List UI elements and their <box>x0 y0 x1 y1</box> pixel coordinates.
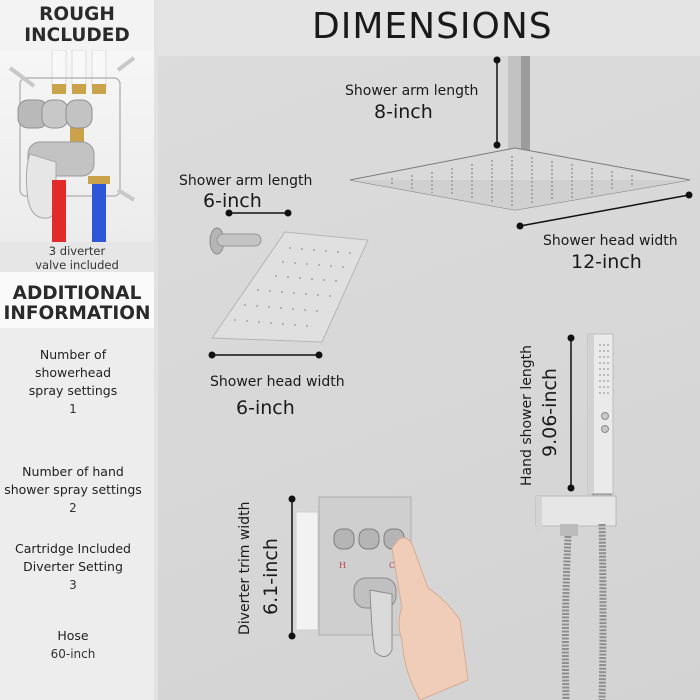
info-label-line: showerhead <box>34 365 112 380</box>
ceiling-arm-value: 8-inch <box>374 101 433 123</box>
rough-in-caption: 3 diverter valve included <box>0 242 154 272</box>
ceiling-shower-arm <box>508 56 530 178</box>
additional-title-line1: ADDITIONAL <box>12 283 142 304</box>
additional-information-title: ADDITIONAL INFORMATION <box>0 284 154 324</box>
info-label-line: Number of <box>39 347 107 362</box>
diverter-trim-value: 6.1-inch <box>260 538 282 615</box>
info-label-line: Number of hand <box>22 464 124 479</box>
wall-head-label: Shower head width <box>210 374 345 390</box>
ceiling-head-value: 12-inch <box>571 251 642 273</box>
pointing-hand <box>391 537 469 700</box>
left-info-panel: ROUGH INCLUDED <box>0 0 158 700</box>
rough-in-valve-illustration <box>8 50 136 242</box>
info-label-line: Hose <box>57 628 89 643</box>
rough-included-header: ROUGH INCLUDED <box>0 0 154 50</box>
caption-line2: valve included <box>35 258 119 272</box>
ceiling-arm-dimension-line <box>493 56 501 149</box>
page-title: DIMENSIONS <box>312 6 553 47</box>
info-hose: Hose 60-inch <box>0 627 146 663</box>
wall-arm-label: Shower arm length <box>179 173 313 189</box>
diverter-trim-label: Diverter trim width <box>237 501 253 635</box>
wall-head-value: 6-inch <box>236 397 295 419</box>
ceiling-rain-shower-head <box>349 147 691 211</box>
hot-marking: H <box>339 561 346 570</box>
spray-mode-button <box>601 425 609 433</box>
hand-shower-wall-bracket <box>535 495 617 536</box>
diverter-lever-handle <box>369 589 393 657</box>
info-showerhead-spray-settings: Number of showerhead spray settings 1 <box>0 346 146 418</box>
rough-title-line1: ROUGH <box>39 4 115 25</box>
info-label-line: Cartridge Included <box>14 541 131 556</box>
info-label-line: spray settings <box>28 383 118 398</box>
wall-arm-dimension-line <box>225 209 292 217</box>
diverter-knob-2 <box>358 528 380 550</box>
spray-nozzles <box>234 247 351 327</box>
diverter-knob-1 <box>333 528 355 550</box>
spray-mode-button <box>601 412 609 420</box>
ceiling-head-dimension-line <box>516 191 693 230</box>
shower-hose <box>561 523 607 700</box>
ceiling-arm-label: Shower arm length <box>345 83 479 99</box>
hand-shower-value: 9.06-inch <box>539 368 561 457</box>
diverter-trim-dimension-line <box>288 495 296 640</box>
caption-line1: 3 diverter <box>48 244 106 258</box>
rough-title-line2: INCLUDED <box>24 25 130 46</box>
cold-marking: C <box>389 561 395 570</box>
info-value: 60-inch <box>50 647 96 661</box>
info-diverter-setting: Cartridge Included Diverter Setting 3 <box>0 540 146 594</box>
panel-divider <box>154 0 158 700</box>
info-value: 2 <box>69 501 77 515</box>
rough-included-title: ROUGH INCLUDED <box>0 4 154 46</box>
wall-square-shower-head <box>211 231 369 343</box>
wall-shower-arm <box>209 227 262 255</box>
info-value: 1 <box>69 402 77 416</box>
wall-arm-value: 6-inch <box>203 190 262 212</box>
ceiling-head-label: Shower head width <box>543 233 678 249</box>
additional-information-header: ADDITIONAL INFORMATION <box>0 272 154 328</box>
info-label-line: Diverter Setting <box>23 559 123 574</box>
diverter-valve-trim: H C <box>295 496 412 657</box>
info-value: 3 <box>69 578 77 592</box>
hand-shower <box>587 333 614 505</box>
rough-in-valve-image <box>0 50 154 242</box>
info-hand-shower-spray-settings: Number of hand shower spray settings 2 <box>0 463 146 517</box>
hand-shower-label: Hand shower length <box>519 345 535 486</box>
hand-shower-dimension-line <box>567 334 575 492</box>
wall-head-dimension-line <box>208 351 323 359</box>
title-band <box>158 0 700 56</box>
additional-title-line2: INFORMATION <box>3 303 151 324</box>
info-label-line: shower spray settings <box>4 482 142 497</box>
